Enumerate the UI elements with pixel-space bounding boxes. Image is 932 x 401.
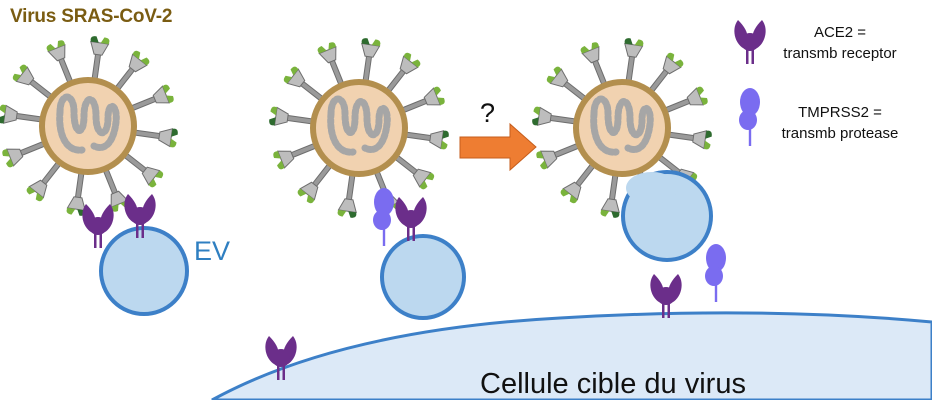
virus-particle-1: [0, 36, 178, 216]
spike-protein-icon: [130, 128, 178, 148]
rna-genome-icon: [590, 95, 654, 153]
ace2-legend-icon: [734, 20, 766, 64]
question-mark: ?: [480, 98, 496, 128]
extracellular-vesicle-1: [99, 226, 189, 316]
spike-protein-icon: [0, 104, 46, 124]
spike-protein-icon: [26, 158, 64, 202]
spike-protein-icon: [269, 106, 317, 126]
spike-protein-icon: [532, 106, 580, 126]
rna-genome-icon: [56, 93, 120, 151]
virus-particle-2: [269, 38, 449, 218]
fusion-bulge: [626, 172, 678, 204]
spike-protein-icon: [283, 66, 327, 104]
spike-protein-icon: [317, 42, 346, 89]
spike-protein-icon: [66, 168, 86, 216]
spike-protein-icon: [536, 141, 583, 170]
spike-protein-icon: [120, 150, 164, 188]
ace2-receptor-icon: [650, 274, 682, 318]
rna-genome-icon: [327, 95, 391, 153]
ace2-receptor-icon: [265, 336, 297, 380]
spike-protein-icon: [546, 66, 590, 104]
ace2-legend-label: ACE2 = transmb receptor: [770, 22, 910, 64]
spike-protein-icon: [560, 160, 598, 204]
spike-protein-icon: [646, 52, 684, 96]
spike-protein-icon: [273, 141, 320, 170]
extracellular-vesicle-2: [380, 234, 466, 320]
spike-protein-icon: [337, 170, 357, 218]
ace2-receptor-icon: [124, 194, 156, 238]
spike-protein-icon: [661, 86, 708, 115]
virus-particle-3: [532, 38, 712, 218]
ace2-receptor-icon: [82, 204, 114, 248]
spike-protein-icon: [600, 170, 620, 218]
tmprss2-legend-line2: transmb protease: [781, 125, 899, 142]
ev-label: EV: [194, 236, 231, 266]
tmprss2-protease-icon: [705, 244, 726, 302]
diagram-title: Virus SRAS-CoV-2: [10, 6, 173, 27]
ace2-receptor-icon: [395, 197, 427, 241]
tmprss2-legend-icon: [739, 88, 760, 146]
ace2-legend-line2: transmb receptor: [783, 45, 897, 62]
spike-protein-icon: [361, 38, 381, 86]
spike-protein-icon: [664, 130, 712, 150]
spike-protein-icon: [2, 139, 49, 168]
spike-protein-icon: [90, 36, 110, 84]
tmprss2-legend-label: TMPRSS2 = transmb protease: [770, 102, 910, 144]
spike-protein-icon: [580, 42, 609, 89]
spike-protein-icon: [12, 64, 56, 102]
spike-protein-icon: [624, 38, 644, 86]
spike-protein-icon: [401, 130, 449, 150]
target-cell: [211, 311, 932, 400]
target-cell-label: Cellule cible du virus: [480, 368, 746, 400]
ace2-legend-line1: ACE2 =: [813, 24, 867, 41]
tmprss2-legend-line1: TMPRSS2 =: [798, 104, 882, 121]
spike-protein-icon: [383, 52, 421, 96]
arrow-icon: [459, 122, 537, 172]
spike-protein-icon: [127, 84, 174, 113]
tmprss2-protease-icon: [373, 188, 394, 246]
